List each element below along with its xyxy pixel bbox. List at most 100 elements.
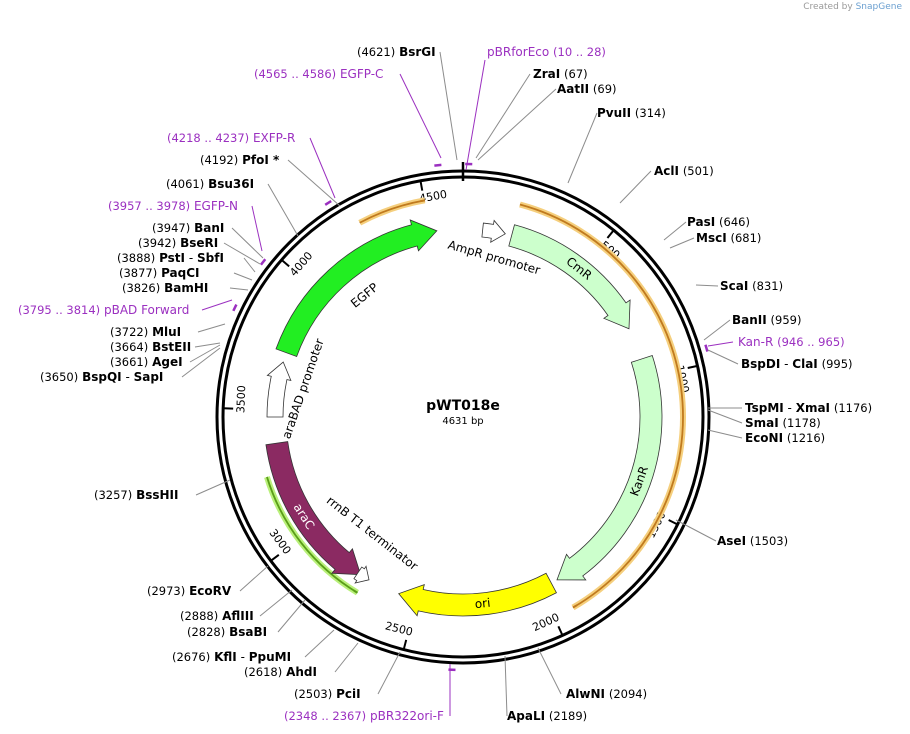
scale-tick — [557, 625, 564, 636]
site-position: (2676) — [172, 650, 210, 664]
kanr-feature — [556, 355, 663, 581]
site-name-2: ClaI — [792, 357, 817, 371]
site-position: (3947) — [152, 221, 190, 235]
site-label-pvuii: PvuII (314) — [597, 106, 666, 120]
site-position: (959) — [771, 313, 802, 327]
site-label-pcii: (2503) PciI — [294, 687, 361, 701]
primer-mark-egfp-c — [434, 163, 442, 167]
site-position: (3957 .. 3978) — [108, 199, 190, 213]
ampr-promoter-feature — [481, 219, 506, 243]
site-label-psti: (3888) PstI - SbfI — [117, 251, 224, 265]
leader-line — [195, 479, 231, 496]
leader-line — [475, 73, 531, 159]
site-label-bsteii: (3664) BstEII — [110, 340, 191, 354]
site-label-acli: AclI (501) — [654, 164, 714, 178]
leader-line — [287, 159, 341, 207]
egfp-orf-arc-end — [420, 199, 425, 203]
site-position: (2618) — [244, 665, 282, 679]
primer-mark-egfp-n — [259, 258, 267, 266]
leader-line — [567, 112, 598, 184]
leader-line — [197, 323, 226, 333]
site-label-econi: EcoNI (1216) — [745, 431, 825, 445]
site-label-apali: ApaLI (2189) — [507, 709, 587, 723]
arac-orf-arc — [266, 476, 358, 594]
site-label-paqci: (3877) PaqCI — [119, 266, 200, 280]
site-name: ZraI — [533, 67, 560, 81]
scale-tick-label: 3500 — [234, 385, 248, 413]
site-name: SmaI — [745, 416, 779, 430]
site-name-2: SbfI — [197, 251, 224, 265]
leader-line — [465, 59, 486, 171]
scale-tick-label: 2500 — [384, 619, 414, 639]
egfp-feature-label: EGFP — [348, 280, 381, 310]
site-label-scai: ScaI (831) — [720, 279, 783, 293]
site-label-bsshii: (3257) BssHII — [94, 488, 178, 502]
site-name: pBAD Forward — [104, 303, 189, 317]
site-label-bsabi: (2828) BsaBI — [187, 625, 267, 639]
site-position: (2973) — [147, 584, 185, 598]
scale-tick — [606, 229, 615, 239]
site-name: BsrGI — [399, 45, 436, 59]
site-label-egfp-n: (3957 .. 3978) EGFP-N — [108, 199, 238, 213]
site-name: AatII — [557, 82, 589, 96]
site-sep: - — [122, 370, 134, 384]
leader-line — [399, 73, 442, 159]
site-name: MluI — [152, 325, 181, 339]
site-name: AflIII — [222, 609, 254, 623]
leader-line — [695, 284, 719, 287]
site-position: (3650) — [40, 370, 78, 384]
site-position: (67) — [564, 67, 588, 81]
site-position: (1503) — [750, 534, 788, 548]
site-name: pBRforEco — [487, 45, 549, 59]
cmr-feature — [508, 224, 631, 330]
leader-line — [663, 221, 687, 241]
site-position: (3722) — [110, 325, 148, 339]
site-sep: - — [185, 251, 197, 265]
site-name-2: PpuMI — [249, 650, 291, 664]
leader-line — [223, 242, 261, 265]
scale-tick-label: 4000 — [287, 249, 315, 279]
site-name-2: SapI — [134, 370, 164, 384]
leader-line — [189, 344, 221, 363]
leader-line — [231, 227, 264, 259]
site-position: (681) — [731, 231, 762, 245]
map-layer: 50010001500200025003000350040004500EGFPA… — [181, 51, 743, 717]
site-position: (3888) — [117, 251, 155, 265]
site-label-pasi: PasI (646) — [687, 215, 750, 229]
leader-line — [181, 347, 221, 378]
site-position: (1216) — [787, 431, 825, 445]
leader-line — [619, 170, 652, 204]
site-name: BseRI — [180, 236, 218, 250]
site-label-msci: MscI (681) — [696, 231, 761, 245]
leader-line — [309, 137, 336, 199]
site-label-bamhi: (3826) BamHI — [122, 281, 208, 295]
site-position: (995) — [822, 357, 853, 371]
site-position: (2828) — [187, 625, 225, 639]
site-name: BanI — [194, 221, 224, 235]
cmr-orf-arc-end — [572, 604, 578, 609]
site-name: PvuII — [597, 106, 631, 120]
leader-line — [707, 349, 739, 365]
site-name: AhdI — [286, 665, 317, 679]
leader-line — [239, 565, 269, 592]
site-position: (946 .. 965) — [777, 335, 845, 349]
leader-line — [377, 651, 401, 695]
arac-orf-arc-end — [353, 589, 358, 594]
site-name: BamHI — [164, 281, 208, 295]
site-label-asei: AseI (1503) — [717, 534, 788, 548]
site-name: EGFP-N — [194, 199, 238, 213]
site-name: PciI — [336, 687, 361, 701]
site-name: Kan-R — [738, 335, 773, 349]
scale-tick-label: 2000 — [531, 611, 562, 634]
cmr-orf-arc — [519, 203, 684, 609]
plasmid-length: 4631 bp — [442, 416, 483, 427]
site-label-tspmi: TspMI - XmaI (1176) — [745, 401, 872, 415]
site-sep: - — [784, 401, 796, 415]
site-name: EcoRV — [189, 584, 232, 598]
site-name: PaqCI — [161, 266, 199, 280]
primer-mark-kan-r — [704, 344, 709, 352]
site-position: (1176) — [834, 401, 872, 415]
site-position: (69) — [593, 82, 617, 96]
site-label-pfoi: (4192) PfoI * — [200, 153, 280, 167]
